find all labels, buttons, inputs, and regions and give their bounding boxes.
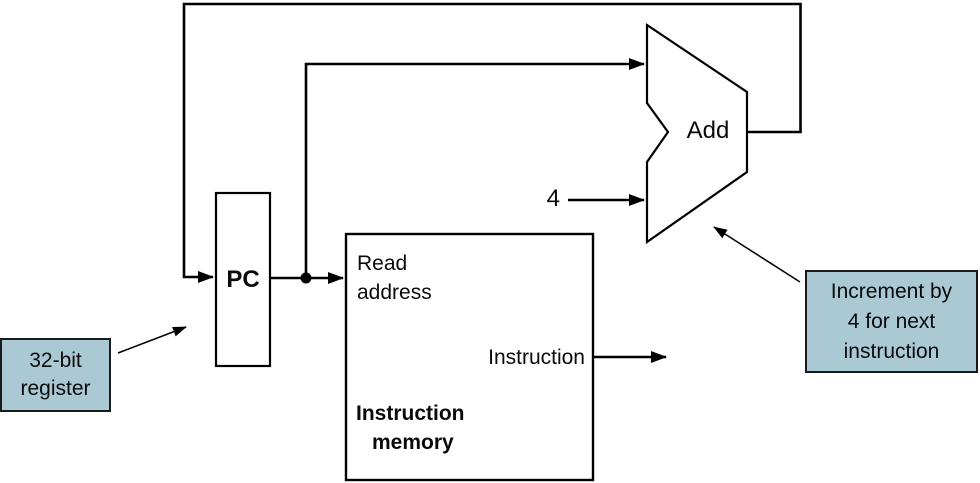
increment-callout: Increment by 4 for next instruction xyxy=(805,270,978,373)
increment-callout-line2: 4 for next xyxy=(847,309,936,333)
register-callout-line1: 32-bit xyxy=(29,349,82,372)
read-address-label: Read address xyxy=(357,249,432,307)
register-callout: 32-bit register xyxy=(0,338,111,412)
read-address-line2: address xyxy=(357,281,432,304)
adder-label: Add xyxy=(686,117,730,144)
pc-register-box xyxy=(214,191,272,368)
adder-shape xyxy=(645,22,749,245)
constant-4-label: 4 xyxy=(546,185,560,212)
register-callout-line2: register xyxy=(20,377,91,400)
pc-to-adder-line xyxy=(304,58,645,278)
pc-label: PC xyxy=(226,265,260,293)
register-callout-arrow xyxy=(117,326,187,354)
read-address-line1: Read xyxy=(357,252,408,275)
memory-name-line1: Instruction xyxy=(356,402,465,425)
memory-name-label: Instruction memory xyxy=(356,399,465,457)
instruction-output-label: Instruction xyxy=(488,346,585,369)
adder-feedback-line xyxy=(182,2,802,283)
increment-callout-line3: instruction xyxy=(843,339,940,363)
increment-callout-line1: Increment by xyxy=(830,279,953,303)
memory-name-line2: memory xyxy=(372,431,454,454)
increment-callout-arrow xyxy=(713,226,801,283)
junction-dot xyxy=(300,272,312,284)
instruction-memory-box xyxy=(344,232,595,482)
